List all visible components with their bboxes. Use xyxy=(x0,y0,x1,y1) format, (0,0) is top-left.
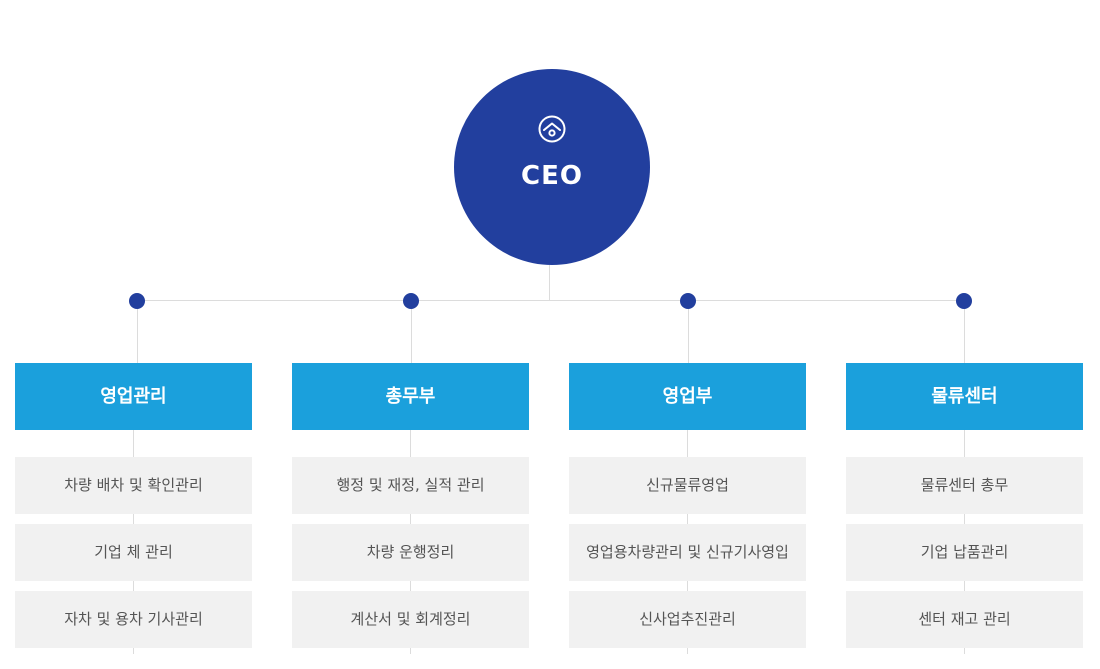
duty-item: 자차 및 용차 기사관리 xyxy=(15,591,252,648)
branch-drop-4 xyxy=(964,301,965,363)
duty-item: 차량 운행정리 xyxy=(292,524,529,581)
company-logo-icon xyxy=(538,115,566,143)
duty-item: 행정 및 재정, 실적 관리 xyxy=(292,457,529,514)
duty-item: 센터 재고 관리 xyxy=(846,591,1083,648)
ceo-label: CEO xyxy=(521,161,583,191)
branch-drop-1 xyxy=(137,301,138,363)
horizontal-branch-connector xyxy=(137,300,965,301)
branch-drop-2 xyxy=(411,301,412,363)
ceo-vertical-connector xyxy=(549,265,550,301)
branch-drop-3 xyxy=(688,301,689,363)
duty-item: 차량 배차 및 확인관리 xyxy=(15,457,252,514)
duty-item: 계산서 및 회계정리 xyxy=(292,591,529,648)
duty-item: 신사업추진관리 xyxy=(569,591,806,648)
branch-dot-1 xyxy=(129,293,145,309)
duty-item: 신규물류영업 xyxy=(569,457,806,514)
branch-dot-4 xyxy=(956,293,972,309)
duty-item: 물류센터 총무 xyxy=(846,457,1083,514)
branch-dot-2 xyxy=(403,293,419,309)
duty-item: 영업용차량관리 및 신규기사영입 xyxy=(569,524,806,581)
department-header: 영업부 xyxy=(569,363,806,430)
department-header: 물류센터 xyxy=(846,363,1083,430)
department-header: 총무부 xyxy=(292,363,529,430)
ceo-node: CEO xyxy=(454,69,650,265)
duty-item: 기업 납품관리 xyxy=(846,524,1083,581)
branch-dot-3 xyxy=(680,293,696,309)
department-header: 영업관리 xyxy=(15,363,252,430)
duty-item: 기업 체 관리 xyxy=(15,524,252,581)
